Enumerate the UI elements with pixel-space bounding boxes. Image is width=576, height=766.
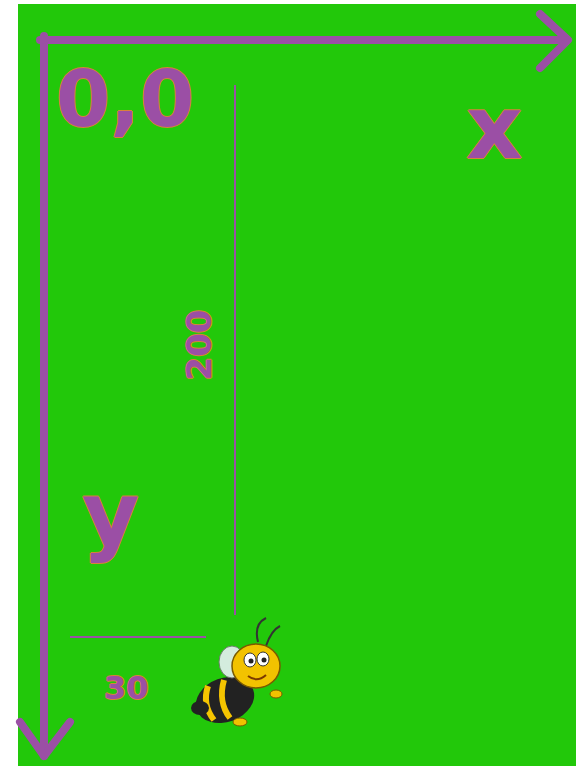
x-axis bbox=[40, 36, 566, 44]
bee-icon bbox=[189, 618, 282, 731]
y-axis bbox=[40, 36, 48, 756]
x-arrowhead bbox=[540, 14, 568, 68]
dimension-line bbox=[234, 85, 236, 615]
dimension-label: 30 bbox=[104, 672, 149, 704]
axis-label: y bbox=[82, 470, 139, 558]
dimension-label: 200 bbox=[182, 310, 216, 381]
axis-label: x bbox=[466, 84, 523, 172]
y-arrowhead bbox=[20, 722, 70, 756]
origin-label: 0,0 bbox=[56, 60, 194, 138]
green-ground bbox=[18, 4, 576, 766]
dimension-line bbox=[70, 636, 206, 638]
